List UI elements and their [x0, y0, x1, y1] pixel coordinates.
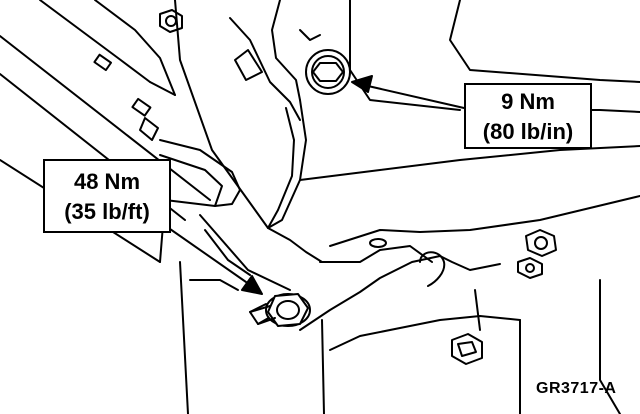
transmission-housing: [179, 251, 621, 414]
torque-value-imperial: (80 lb/in): [482, 119, 574, 144]
hex-nut-right-upper: [525, 229, 557, 257]
torque-value-metric: 48 Nm: [73, 169, 141, 194]
mounting-bracket: [174, 0, 323, 263]
leader-arrow-lower: [159, 221, 263, 295]
torque-callout-lower: 48 Nm (35 lb/ft): [43, 159, 171, 233]
torque-callout-upper: 9 Nm (80 lb/in): [464, 83, 592, 149]
hex-nut-bottom: [451, 333, 483, 365]
torque-value-imperial: (35 lb/ft): [64, 199, 150, 224]
figure-reference-id: GR3717-A: [536, 380, 617, 397]
hex-nut-top: [159, 9, 183, 33]
hex-nut-right-lower: [517, 257, 543, 279]
bolt-assembly: [249, 293, 311, 327]
leader-arrow-upper: [351, 75, 465, 109]
socket-bolt-upper: [305, 49, 351, 95]
torque-value-metric: 9 Nm: [501, 89, 555, 114]
